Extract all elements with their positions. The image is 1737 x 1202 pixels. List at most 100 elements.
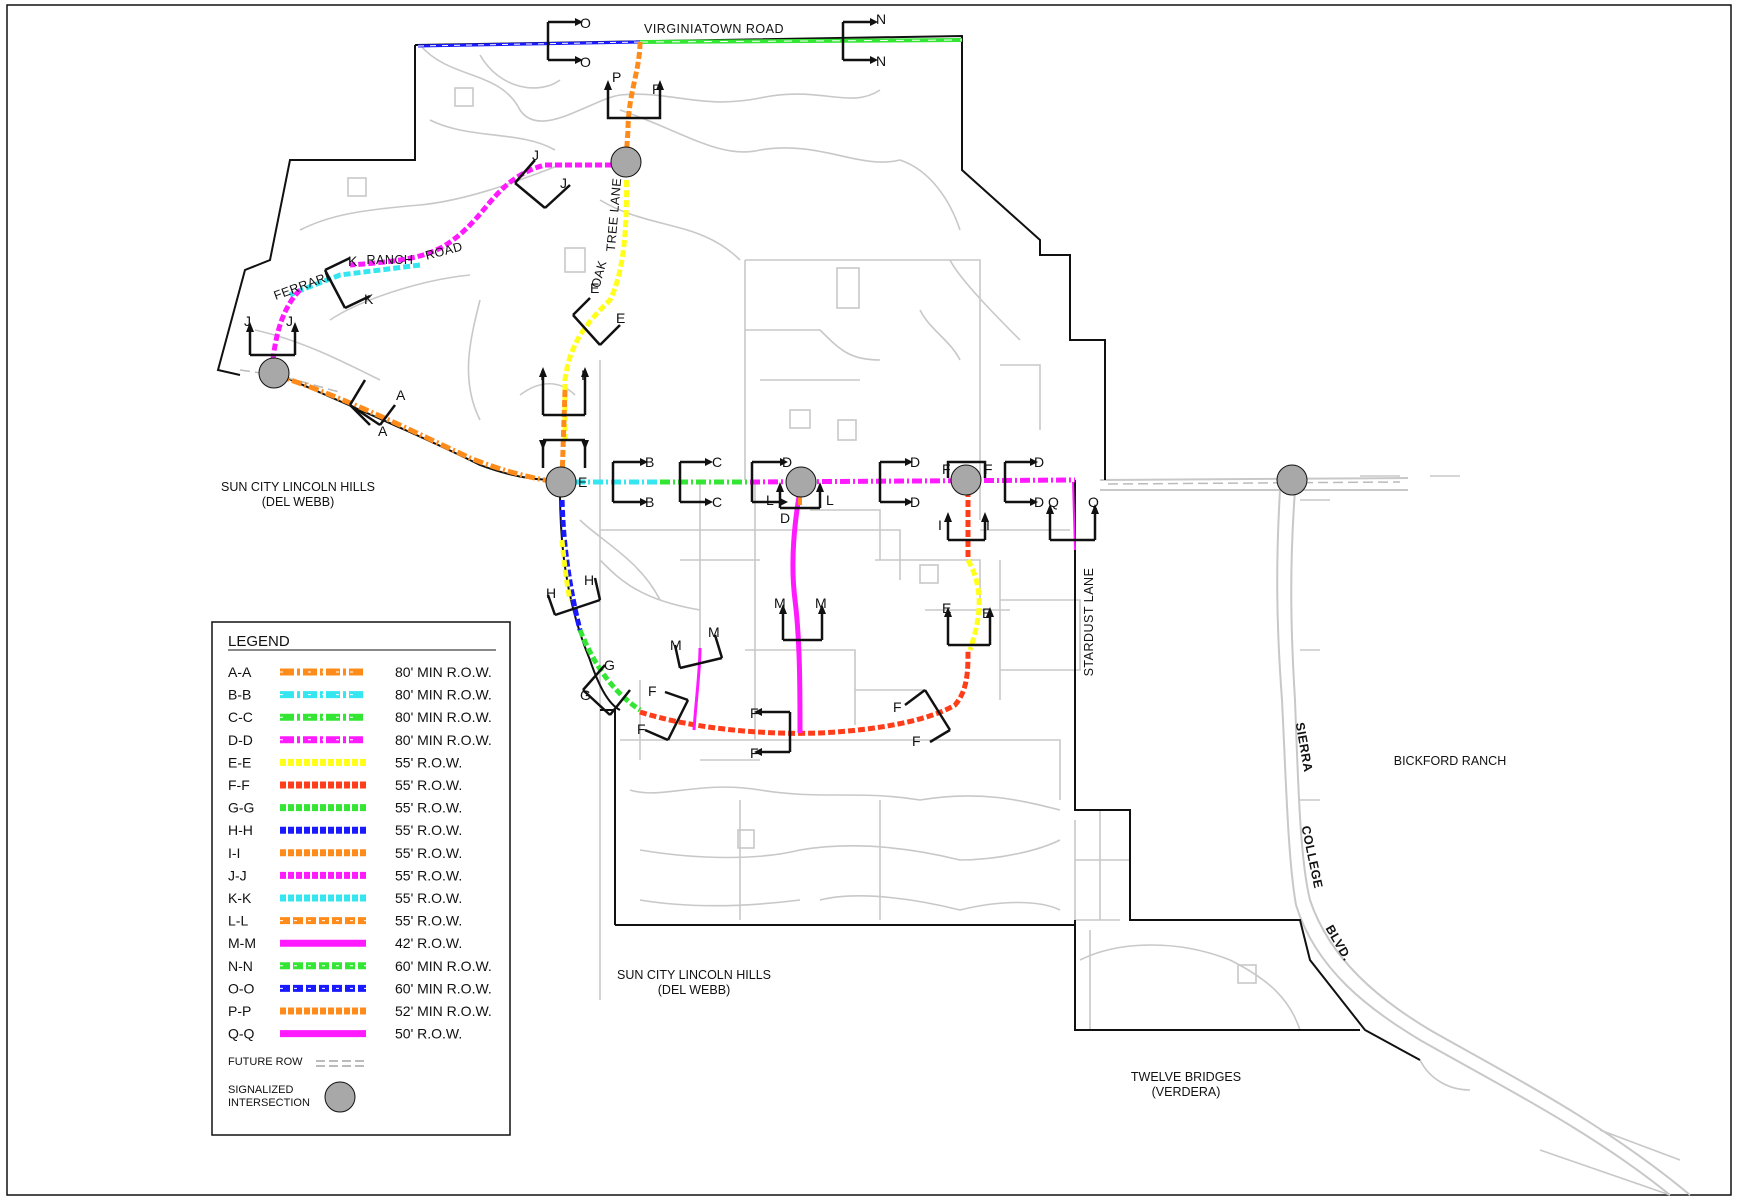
road-m-m (790, 489, 803, 734)
road-p-p (623, 41, 643, 161)
label-blvd: BLVD. (1323, 923, 1355, 964)
label-ranch: RANCH (367, 253, 414, 267)
sec-j2: J (560, 175, 567, 191)
sec-d3: D (910, 454, 920, 470)
label-sun-city-west-1: SUN CITY LINCOLN HILLS (221, 480, 375, 494)
sec-o2: O (580, 54, 591, 70)
sec-e1: E (590, 280, 599, 296)
legend-code-0: A-A (228, 664, 252, 680)
road-f-f (639, 649, 971, 736)
legend-signalized-2: INTERSECTION (228, 1097, 310, 1109)
legend-future-row: FUTURE ROW (228, 1056, 303, 1068)
sec-j1: J (532, 147, 539, 163)
legend-code-2: C-C (228, 709, 253, 725)
legend-code-14: O-O (228, 980, 255, 996)
legend-code-9: J-J (228, 867, 247, 883)
map-frame (6, 4, 1732, 1196)
legend-signalized-1: SIGNALIZED (228, 1084, 293, 1096)
sec-i3: I (938, 517, 942, 533)
section-arrows (246, 18, 1099, 756)
legend-code-10: K-K (228, 890, 252, 906)
sec-a2: A (378, 423, 388, 439)
section-cuts (248, 20, 1097, 754)
sec-d2: D (780, 510, 790, 526)
sec-e5: E (982, 605, 991, 621)
sec-p1: P (612, 69, 621, 85)
sec-d5: D (1034, 454, 1044, 470)
sec-d6: D (1034, 494, 1044, 510)
roadway-sections (269, 38, 1076, 736)
sec-f8: F (912, 733, 921, 749)
legend-row-13: 60' MIN R.O.W. (395, 958, 492, 974)
sec-m2: M (815, 595, 827, 611)
legend-code-3: D-D (228, 732, 253, 748)
sec-j3: J (244, 313, 251, 329)
sec-f1: F (942, 461, 951, 477)
legend-code-13: N-N (228, 958, 253, 974)
legend-code-11: L-L (228, 913, 248, 929)
legend-code-16: Q-Q (228, 1026, 255, 1042)
sec-f2: F (984, 461, 993, 477)
label-sun-city-west-2: (DEL WEBB) (262, 495, 334, 509)
legend-row-1: 80' MIN R.O.W. (395, 687, 492, 703)
sec-p2: P (652, 81, 661, 97)
sec-d1: D (782, 454, 792, 470)
label-sun-city-south-2: (DEL WEBB) (658, 983, 730, 997)
signal-center (785, 466, 817, 498)
label-virginiatown: VIRGINIATOWN ROAD (644, 22, 784, 36)
place-labels: SUN CITY LINCOLN HILLS (DEL WEBB) SUN CI… (221, 480, 1506, 1099)
legend-row-5: 55' R.O.W. (395, 777, 462, 793)
sec-q1: Q (1048, 494, 1059, 510)
sec-b2: B (645, 494, 654, 510)
sec-f5: F (750, 705, 759, 721)
sec-m1: M (774, 595, 786, 611)
label-sun-city-south-1: SUN CITY LINCOLN HILLS (617, 968, 771, 982)
sec-i4: I (986, 517, 990, 533)
sec-f7: F (893, 699, 902, 715)
sec-e4: E (942, 600, 951, 616)
legend-row-4: 55' R.O.W. (395, 754, 462, 770)
label-bickford: BICKFORD RANCH (1394, 754, 1507, 768)
legend-code-15: P-P (228, 1003, 251, 1019)
sec-b1: B (645, 454, 654, 470)
sec-f4: F (637, 721, 646, 737)
sec-j4: J (286, 313, 293, 329)
signal-west (258, 357, 290, 389)
sec-c1: C (712, 454, 722, 470)
label-stardust: STARDUST LANE (1082, 568, 1096, 677)
road-e-oak (562, 159, 630, 440)
legend-code-12: M-M (228, 935, 256, 951)
section-letters: O O N N P P J J K K J J E E I I A A E B … (244, 11, 1099, 761)
road-q-q (1072, 481, 1076, 551)
legend-code-8: I-I (228, 845, 240, 861)
label-twelve-bridges-2: (VERDERA) (1152, 1085, 1221, 1099)
legend-row-11: 55' R.O.W. (395, 913, 462, 929)
legend-row-9: 55' R.O.W. (395, 867, 462, 883)
sec-n1: N (876, 11, 886, 27)
sec-n2: N (876, 53, 886, 69)
sec-m3: M (670, 637, 682, 653)
sec-g2: G (580, 687, 591, 703)
sec-h1: H (546, 585, 556, 601)
sec-i2: I (581, 367, 585, 383)
label-twelve-bridges-1: TWELVE BRIDGES (1131, 1070, 1241, 1084)
legend-row-2: 80' MIN R.O.W. (395, 709, 492, 725)
road-a-a (274, 372, 557, 485)
legend-code-6: G-G (228, 800, 254, 816)
sec-a1: A (396, 387, 406, 403)
legend-row-10: 55' R.O.W. (395, 890, 462, 906)
label-ferrari: FERRARI (272, 270, 332, 303)
sec-f6: F (750, 745, 759, 761)
sec-h2: H (584, 572, 594, 588)
road-e-e (965, 558, 982, 651)
sec-i1: I (540, 367, 544, 383)
sec-e3: E (578, 474, 587, 490)
signal-oak-main (545, 466, 577, 498)
legend-row-12: 42' R.O.W. (395, 935, 462, 951)
legend-code-4: E-E (228, 754, 251, 770)
legend-row-7: 55' R.O.W. (395, 822, 462, 838)
legend-row-8: 55' R.O.W. (395, 845, 462, 861)
